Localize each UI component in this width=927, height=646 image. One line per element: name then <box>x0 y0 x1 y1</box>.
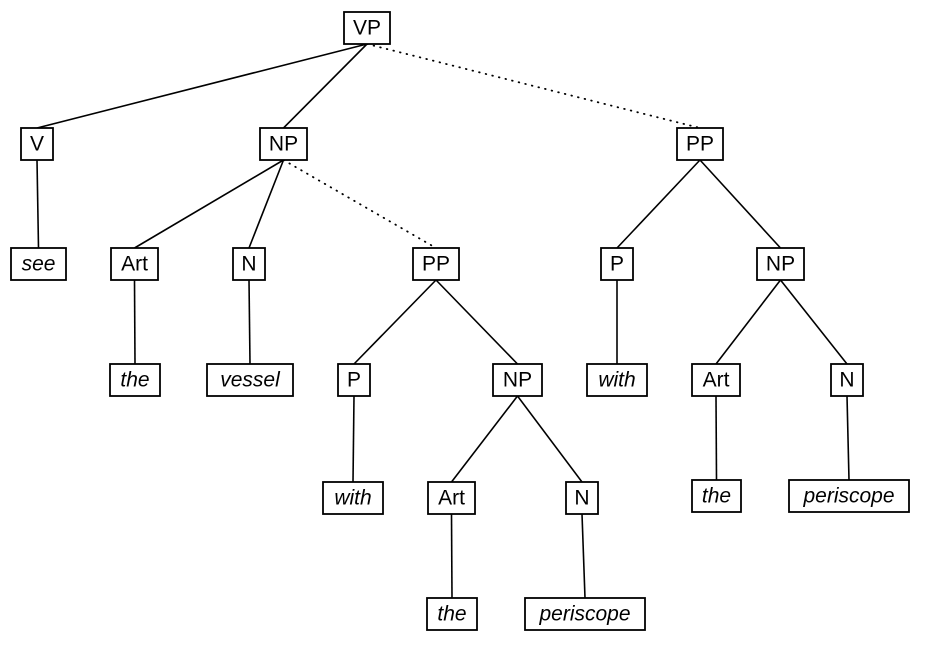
tree-edge-np_right-to-art_right <box>715 279 782 365</box>
node-box-outline <box>10 247 67 281</box>
node-label: see <box>22 253 56 276</box>
node-label: the <box>437 603 466 626</box>
node-box-outline <box>788 479 910 513</box>
category-node-art_mid: Art <box>427 481 476 515</box>
node-box-outline <box>676 127 724 161</box>
category-node-v: V <box>20 127 54 161</box>
category-node-n1: N <box>232 247 266 281</box>
tree-edge-pp_mid-to-np_mid <box>435 279 519 365</box>
tree-edge-pp_right-to-p_right <box>616 159 701 249</box>
node-box-outline <box>343 11 391 45</box>
node-label: Art <box>121 253 148 276</box>
node-label: the <box>120 369 149 392</box>
tree-edge-n_right-to-periscope_r <box>846 395 850 481</box>
tree-edge-p_mid-to-with_m <box>352 395 355 483</box>
node-label: V <box>30 133 44 156</box>
category-node-n_right: N <box>830 363 864 397</box>
node-label: N <box>241 253 256 276</box>
node-box-outline <box>830 363 864 397</box>
node-label: VP <box>353 17 381 40</box>
category-node-vp: VP <box>343 11 391 45</box>
node-label: vessel <box>220 369 281 392</box>
leaf-node-with_m: with <box>322 481 384 515</box>
category-node-art1: Art <box>110 247 159 281</box>
node-box-outline <box>427 481 476 515</box>
node-box-outline <box>426 597 478 631</box>
node-box-outline <box>412 247 460 281</box>
category-node-np1: NP <box>259 127 308 161</box>
tree-edge-pp_mid-to-p_mid <box>353 279 437 365</box>
leaf-node-see: see <box>10 247 67 281</box>
tree-edge-np_right-to-n_right <box>779 279 848 365</box>
node-label: periscope <box>538 603 630 626</box>
node-box-outline <box>109 363 161 397</box>
category-node-art_right: Art <box>691 363 741 397</box>
node-box-outline <box>259 127 308 161</box>
node-box-outline <box>600 247 634 281</box>
node-box-outline <box>691 479 742 513</box>
node-box-outline <box>756 247 805 281</box>
node-label: PP <box>422 253 450 276</box>
category-node-pp_right: PP <box>676 127 724 161</box>
edge-layer <box>36 43 850 599</box>
node-box-outline <box>524 597 646 631</box>
node-box-outline <box>586 363 648 397</box>
node-label: with <box>598 369 635 392</box>
node-label: PP <box>686 133 714 156</box>
node-label: Art <box>703 369 730 392</box>
node-box-outline <box>206 363 294 397</box>
category-node-p_right: P <box>600 247 634 281</box>
tree-edge-np1-to-n1 <box>248 159 285 249</box>
tree-edge-art1-to-the1 <box>133 279 136 365</box>
tree-edge-np1-to-pp_mid <box>282 159 437 249</box>
tree-edge-vp-to-v <box>36 43 368 129</box>
tree-edge-vp-to-pp_right <box>366 43 701 129</box>
node-label: P <box>347 369 361 392</box>
category-node-pp_mid: PP <box>412 247 460 281</box>
tree-edge-n_mid-to-periscope_m <box>581 513 586 599</box>
leaf-node-the1: the <box>109 363 161 397</box>
category-node-np_mid: NP <box>492 363 543 397</box>
node-box-outline <box>232 247 266 281</box>
node-box-outline <box>565 481 599 515</box>
node-box-outline <box>322 481 384 515</box>
category-node-n_mid: N <box>565 481 599 515</box>
node-label: P <box>610 253 624 276</box>
tree-edge-pp_right-to-np_right <box>699 159 782 249</box>
node-label: with <box>334 487 371 510</box>
node-label: N <box>839 369 854 392</box>
node-box-outline <box>492 363 543 397</box>
category-node-p_mid: P <box>337 363 371 397</box>
tree-edge-np_mid-to-art_mid <box>450 395 519 483</box>
tree-edge-art_mid-to-the_m <box>450 513 453 599</box>
node-label: NP <box>269 133 298 156</box>
tree-edge-vp-to-np1 <box>282 43 368 129</box>
node-box-outline <box>691 363 741 397</box>
node-label: the <box>702 485 731 508</box>
node-box-outline <box>337 363 371 397</box>
tree-edge-np_mid-to-n_mid <box>516 395 583 483</box>
node-label: Art <box>438 487 465 510</box>
leaf-node-periscope_r: periscope <box>788 479 910 513</box>
leaf-node-the_r: the <box>691 479 742 513</box>
node-box-outline <box>20 127 54 161</box>
node-label: periscope <box>802 485 894 508</box>
tree-edge-v-to-see <box>36 159 40 249</box>
tree-edge-art_right-to-the_r <box>715 395 718 481</box>
category-node-np_right: NP <box>756 247 805 281</box>
tree-edge-n1-to-vessel <box>248 279 251 365</box>
leaf-node-with_r: with <box>586 363 648 397</box>
leaf-node-periscope_m: periscope <box>524 597 646 631</box>
node-box-outline <box>110 247 159 281</box>
leaf-node-vessel: vessel <box>206 363 294 397</box>
leaf-node-the_m: the <box>426 597 478 631</box>
node-label: NP <box>503 369 532 392</box>
node-label: NP <box>766 253 795 276</box>
node-label: N <box>574 487 589 510</box>
tree-edge-np1-to-art1 <box>134 159 284 249</box>
